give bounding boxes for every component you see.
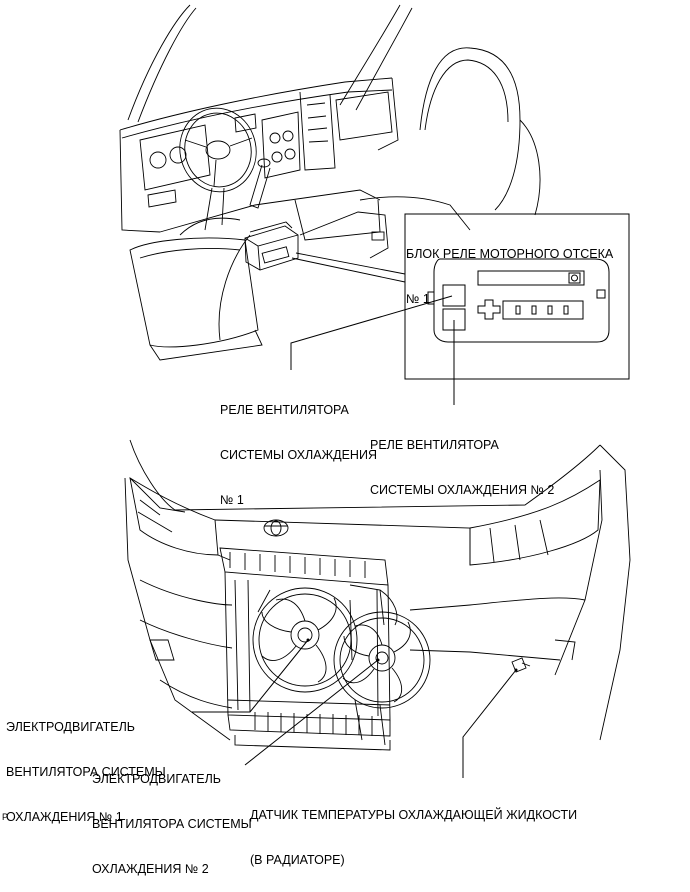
fan-motor-2-line-3: ОХЛАЖДЕНИЯ № 2 bbox=[92, 862, 209, 876]
fan-motor-1-line-2: ВЕНТИЛЯТОРА СИСТЕМЫ bbox=[6, 765, 166, 779]
fan-motor-1-line-3: ОХЛАЖДЕНИЯ № 1 bbox=[6, 810, 123, 824]
fan-relay-2-line-1: РЕЛЕ ВЕНТИЛЯТОРА bbox=[370, 438, 499, 452]
cabin-interior-illustration bbox=[119, 4, 541, 361]
relay-leader-lines bbox=[290, 295, 455, 405]
fan-relay-1-line-1: РЕЛЕ ВЕНТИЛЯТОРА bbox=[220, 403, 349, 417]
fan-motor-2-line-2: ВЕНТИЛЯТОРА СИСТЕМЫ bbox=[92, 817, 252, 831]
fan-relay-1-slot bbox=[442, 284, 466, 307]
relay-block-line-1: БЛОК РЕЛЕ МОТОРНОГО ОТСЕКА bbox=[406, 247, 614, 261]
fan-relay-2-label: РЕЛЕ ВЕНТИЛЯТОРА СИСТЕМЫ ОХЛАЖДЕНИЯ № 2 bbox=[370, 408, 554, 513]
lower-leader-lines bbox=[192, 639, 517, 778]
temp-sensor-label: ДАТЧИК ТЕМПЕРАТУРЫ ОХЛАЖДАЮЩЕЙ ЖИДКОСТИ … bbox=[250, 778, 577, 883]
fan-relay-2-line-2: СИСТЕМЫ ОХЛАЖДЕНИЯ № 2 bbox=[370, 483, 555, 497]
temp-sensor-line-1: ДАТЧИК ТЕМПЕРАТУРЫ ОХЛАЖДАЮЩЕЙ ЖИДКОСТИ bbox=[250, 808, 578, 822]
fan-relay-1-line-3: № 1 bbox=[220, 493, 244, 507]
figure-code: P bbox=[2, 812, 9, 822]
temp-sensor-line-2: (В РАДИАТОРЕ) bbox=[250, 853, 345, 867]
relay-block-line-2: № 1 bbox=[406, 292, 430, 306]
fan-relay-1-label: РЕЛЕ ВЕНТИЛЯТОРА СИСТЕМЫ ОХЛАЖДЕНИЯ № 1 bbox=[220, 373, 377, 523]
fan-motor-2-line-1: ЭЛЕКТРОДВИГАТЕЛЬ bbox=[92, 772, 221, 786]
relay-block-label: БЛОК РЕЛЕ МОТОРНОГО ОТСЕКА № 1 bbox=[406, 217, 613, 322]
component-location-diagram bbox=[119, 4, 631, 778]
fan-motor-1-line-1: ЭЛЕКТРОДВИГАТЕЛЬ bbox=[6, 720, 135, 734]
leader-dots bbox=[306, 638, 518, 672]
vehicle-front-illustration bbox=[124, 439, 631, 751]
fan-motor-1-label: ЭЛЕКТРОДВИГАТЕЛЬ ВЕНТИЛЯТОРА СИСТЕМЫ ОХЛ… bbox=[6, 690, 166, 840]
fan-motor-2-label: ЭЛЕКТРОДВИГАТЕЛЬ ВЕНТИЛЯТОРА СИСТЕМЫ ОХЛ… bbox=[92, 742, 252, 892]
fan-relay-1-line-2: СИСТЕМЫ ОХЛАЖДЕНИЯ bbox=[220, 448, 377, 462]
